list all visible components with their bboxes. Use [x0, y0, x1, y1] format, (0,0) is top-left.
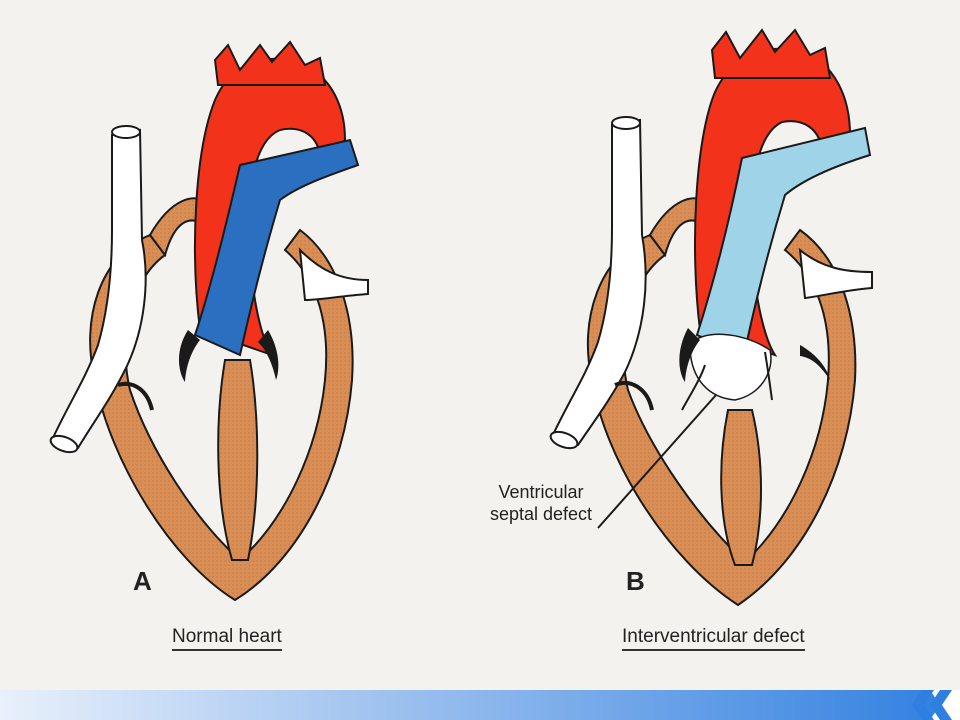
vsd-annotation-line2: septal defect — [489, 504, 593, 524]
chevron-left-icon — [912, 690, 960, 720]
heart-b-myocardium — [586, 228, 857, 607]
heart-b-valve-right — [800, 345, 830, 380]
panel-b-letter: B — [626, 566, 645, 596]
heart-b-vena-top — [611, 116, 641, 130]
vsd-annotation: Ventricular septal defect — [476, 481, 606, 525]
footer-bar — [0, 690, 960, 720]
heart-a-valve-right — [258, 330, 279, 380]
heart-b-flow-arrow-1 — [681, 364, 706, 411]
heart-b-chord — [614, 381, 654, 411]
annotation-leader-line — [597, 394, 717, 529]
heart-a-myocardium — [89, 228, 354, 602]
heart-a-pulmonary-artery — [193, 138, 360, 357]
heart-b-flow-arrow-2 — [764, 351, 773, 401]
heart-a-aorta-branches — [213, 40, 327, 86]
heart-b-septum — [720, 409, 762, 566]
heart-a-valve-left — [179, 330, 200, 382]
heart-a-chord — [117, 381, 154, 411]
heart-a-vena-bottom — [49, 434, 79, 454]
panel-a-caption: Normal heart — [172, 626, 282, 651]
panel-b-caption: Interventricular defect — [622, 626, 805, 651]
vsd-annotation-line1: Ventricular — [498, 482, 584, 502]
panel-a-letter: A — [133, 566, 152, 596]
heart-b-defect-opening — [689, 333, 772, 401]
heart-b-valve-left — [679, 328, 700, 382]
heart-a-pulmonary-vein — [298, 247, 369, 302]
heart-normal — [49, 40, 369, 602]
heart-b-pulmonary-vein — [798, 247, 873, 300]
heart-b-vena-bottom — [549, 430, 579, 450]
heart-a-septum — [217, 359, 259, 561]
heart-a-vena-top — [111, 125, 141, 139]
heart-b-pulmonary-artery — [695, 126, 872, 357]
heart-defect — [549, 28, 873, 607]
heart-b-aorta-branches — [710, 28, 832, 79]
